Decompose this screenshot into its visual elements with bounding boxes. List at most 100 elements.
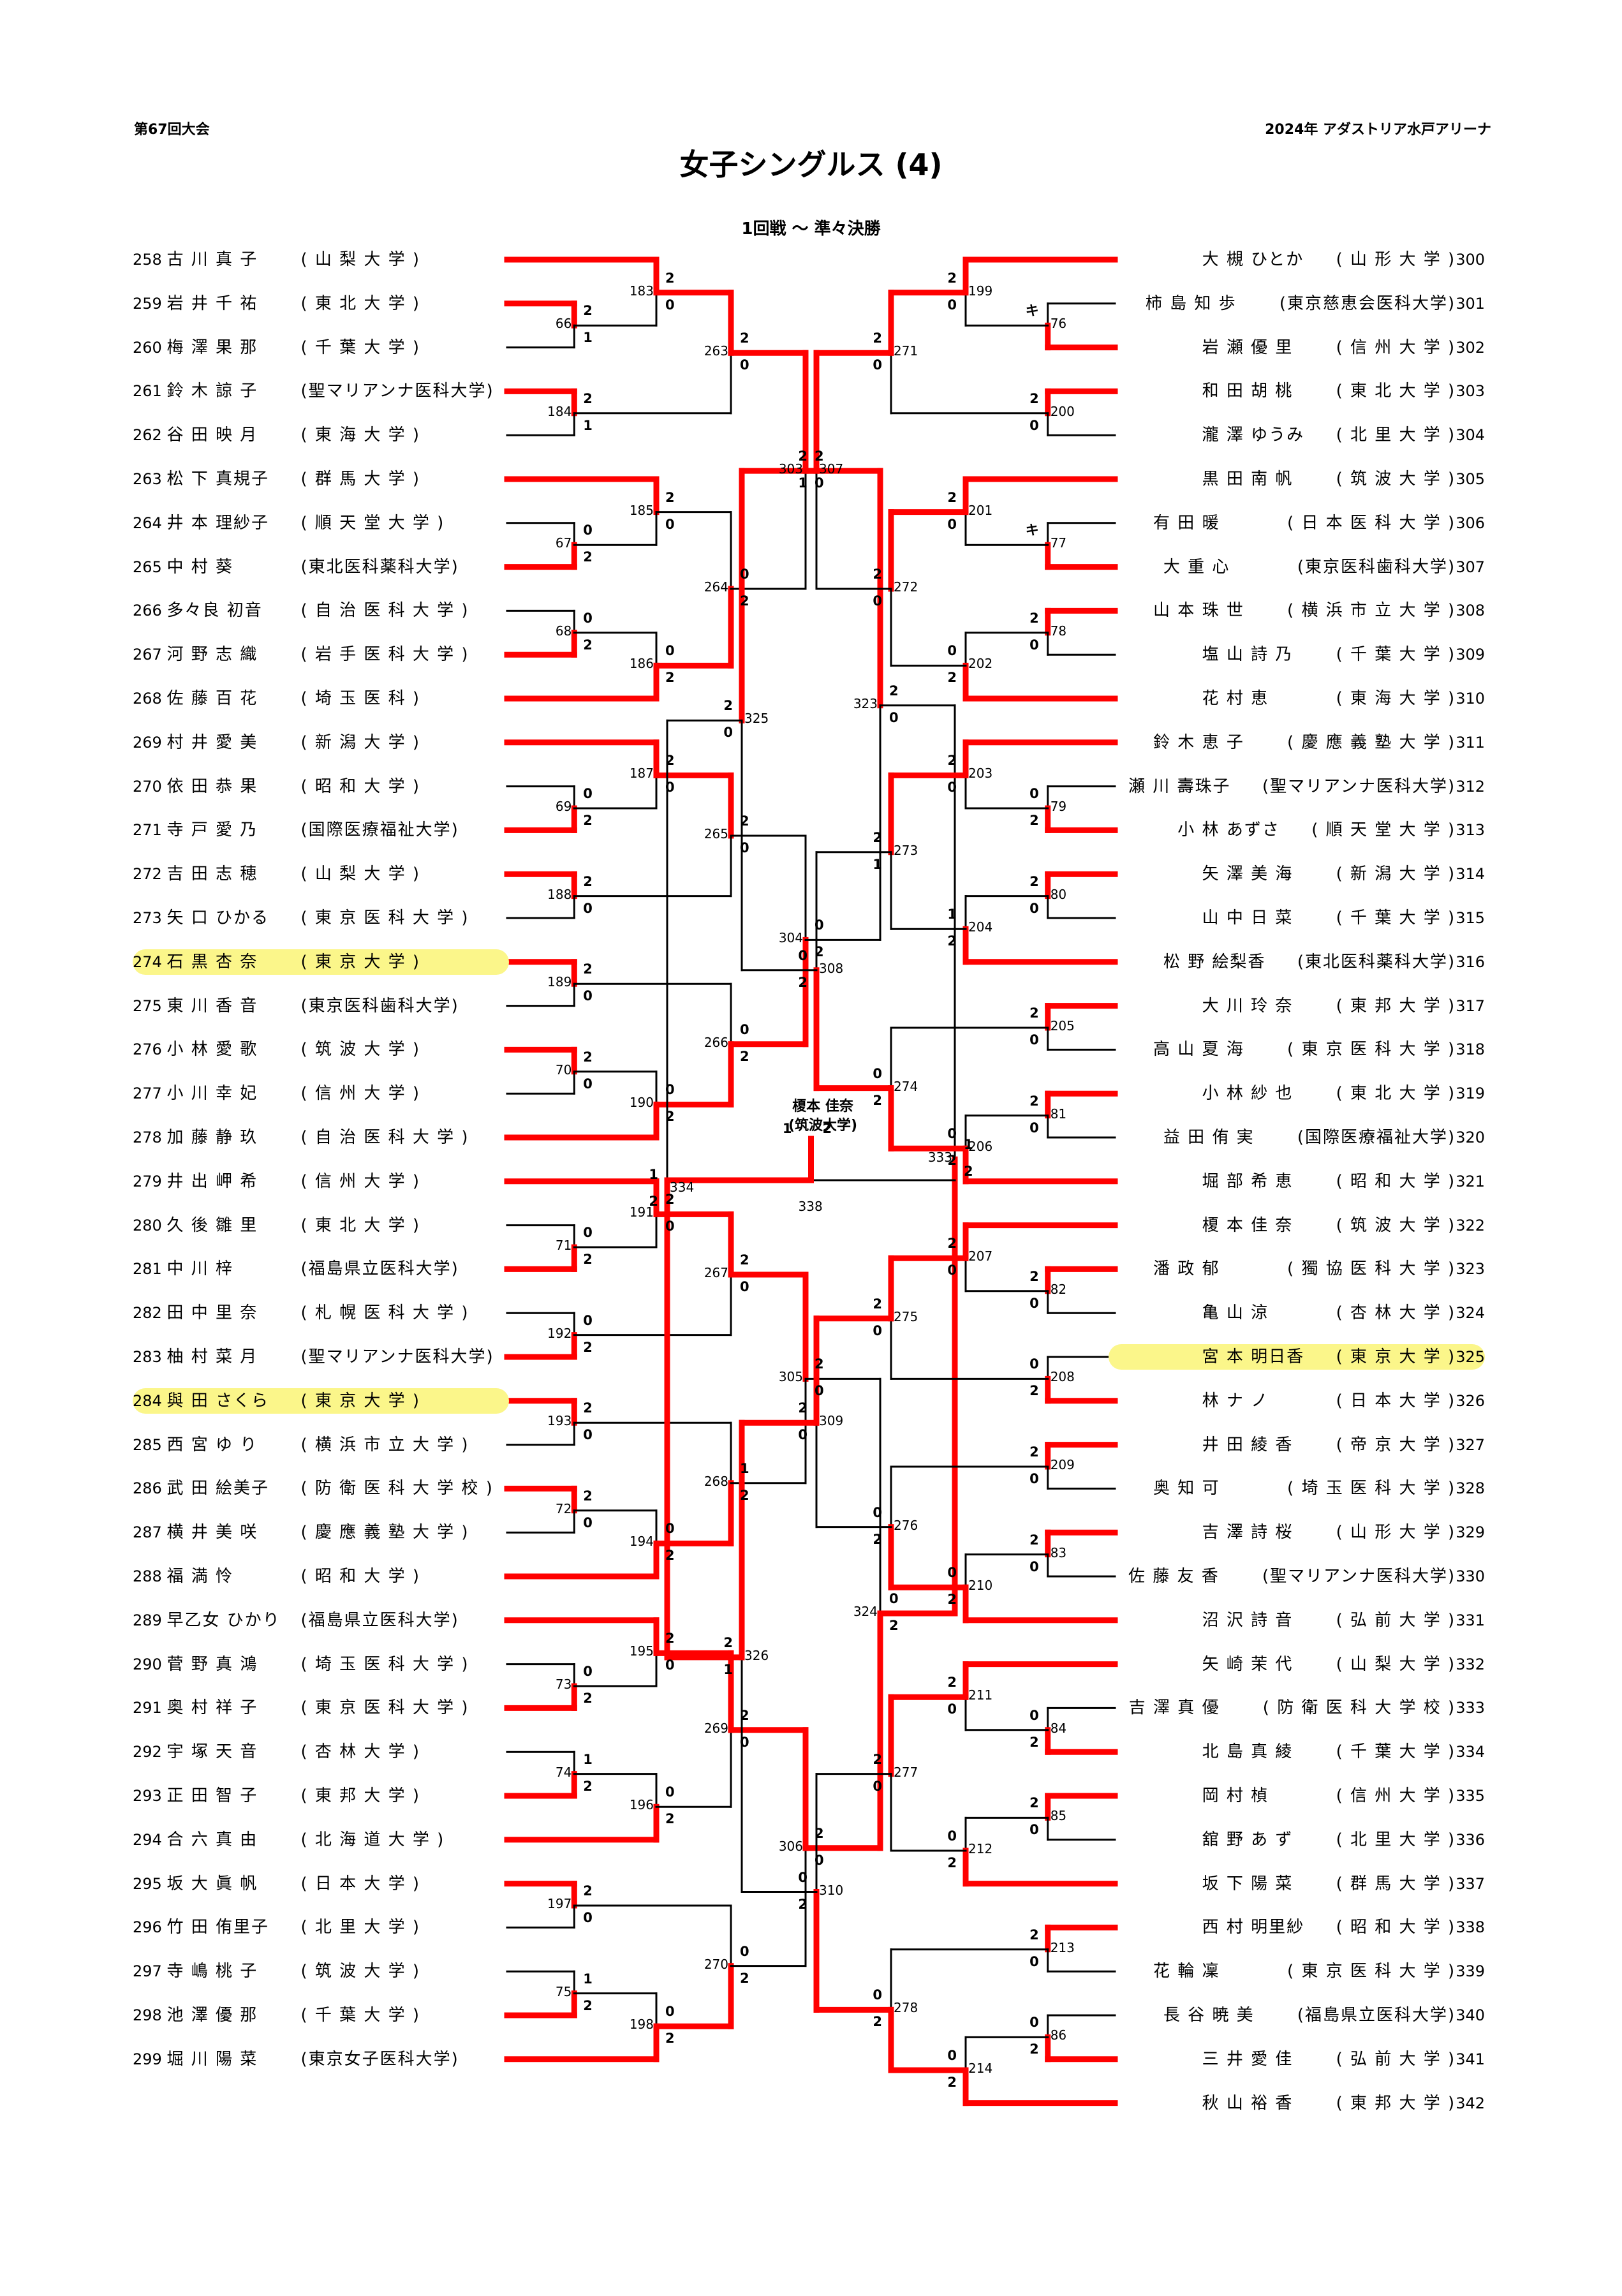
draw-number: 285 — [133, 1435, 167, 1454]
score-bottom: 0 — [798, 1427, 807, 1443]
player-entry: 大 川 玲 奈( 東 邦 大 学 ) 317 — [1109, 993, 1485, 1019]
match-number: 304 — [778, 930, 803, 946]
player-name: 高 山 夏 海 — [1153, 1040, 1244, 1060]
player-affiliation: ( 防 衛 医 科 大 学 校 ) — [1262, 1698, 1456, 1718]
player-affiliation: ( 山 梨 大 学 ) — [300, 250, 421, 269]
draw-number: 342 — [1456, 2094, 1485, 2112]
score-bottom: 0 — [815, 1383, 824, 1399]
match-number: 196 — [629, 1797, 654, 1813]
score-bottom: 0 — [815, 475, 824, 491]
draw-number: 293 — [133, 1787, 167, 1805]
player-entry: 長 谷 暁 美(福島県立医科大学) 340 — [1109, 2003, 1485, 2028]
score-bottom: 2 — [740, 1048, 749, 1064]
player-affiliation: ( 東 邦 大 学 ) — [1336, 996, 1456, 1016]
score-bottom: 2 — [740, 1487, 749, 1503]
score-top: 0 — [798, 1869, 807, 1885]
final-score-right: 2 — [822, 1121, 832, 1136]
score-bottom: 0 — [665, 516, 675, 532]
player-name: 合 六 真 由 — [166, 1830, 258, 1849]
draw-number: 303 — [1456, 382, 1485, 401]
player-entry: 井 田 綾 香( 帝 京 大 学 ) 327 — [1109, 1432, 1485, 1458]
player-entry: 277 小 川 幸 妃( 信 州 大 学 ) — [133, 1081, 509, 1106]
score-bottom: 2 — [583, 1252, 593, 1267]
player-entry: 山 本 珠 世( 横 浜 市 立 大 学 ) 308 — [1109, 598, 1485, 623]
player-name: 小 林 愛 歌 — [166, 1040, 258, 1060]
match-number: 191 — [629, 1204, 654, 1220]
score-top: 2 — [873, 1751, 882, 1767]
player-entry: 294 合 六 真 由( 北 海 道 大 学 ) — [133, 1827, 509, 1853]
player-affiliation: ( 山 形 大 学 ) — [1336, 250, 1456, 269]
match-number: 208 — [1050, 1369, 1075, 1385]
player-entry: 吉 澤 詩 桜( 山 形 大 学 ) 329 — [1109, 1520, 1485, 1545]
player-affiliation: ( 東 北 大 学 ) — [1336, 1084, 1456, 1104]
score-top: 0 — [1029, 1356, 1039, 1372]
score-bottom: 2 — [798, 974, 807, 990]
champion: 榎本 佳奈 (筑波大学) — [765, 1097, 880, 1136]
match-number: 211 — [968, 1687, 993, 1703]
draw-number: 322 — [1456, 1216, 1485, 1234]
score-top: 0 — [873, 1504, 882, 1520]
score-bottom: 2 — [964, 1164, 973, 1180]
score-top: キ — [1025, 522, 1039, 538]
draw-number: 317 — [1456, 996, 1485, 1015]
score-bottom: 0 — [1029, 1471, 1039, 1486]
score-top: 0 — [665, 643, 675, 659]
player-name: 堀 川 陽 菜 — [166, 2049, 258, 2069]
player-name: 横 井 美 咲 — [166, 1523, 258, 1543]
draw-number: 296 — [133, 1918, 167, 1937]
player-entry: 大 槻 ひとか( 山 形 大 学 ) 300 — [1109, 247, 1485, 272]
draw-number: 337 — [1456, 1874, 1485, 1893]
player-affiliation: ( 東 京 大 学 ) — [1336, 1347, 1456, 1366]
player-affiliation: ( 信 州 大 学 ) — [300, 1084, 421, 1104]
player-entry: 西 村 明里紗( 昭 和 大 学 ) 338 — [1109, 1915, 1485, 1940]
player-entry: 290 菅 野 真 鴻( 埼 玉 医 科 大 学 ) — [133, 1652, 509, 1677]
draw-number: 265 — [133, 558, 167, 576]
draw-number: 339 — [1456, 1962, 1485, 1981]
score-top: 2 — [583, 303, 593, 319]
score-bottom: 0 — [665, 1657, 675, 1673]
player-entry: 296 竹 田 侑里子( 北 里 大 学 ) — [133, 1915, 509, 1940]
player-entry: 有 田 暖( 日 本 医 科 大 学 ) 306 — [1109, 510, 1485, 536]
player-name: 矢 口 ひかる — [166, 908, 269, 928]
champion-affiliation: (筑波大学) — [788, 1118, 858, 1134]
player-affiliation: ( 筑 波 大 学 ) — [300, 1962, 421, 1981]
player-affiliation: (東京慈恵会医科大学) — [1279, 293, 1456, 313]
player-affiliation: ( 昭 和 大 学 ) — [300, 1567, 421, 1586]
player-affiliation: (東京医科歯科大学) — [1297, 557, 1456, 577]
player-affiliation: (東京医科歯科大学) — [300, 996, 459, 1016]
score-top: 2 — [1029, 1532, 1039, 1548]
draw-number: 318 — [1456, 1041, 1485, 1059]
player-affiliation: ( 北 里 大 学 ) — [1336, 1830, 1456, 1849]
player-affiliation: ( 埼 玉 医 科 大 学 ) — [1287, 1479, 1456, 1499]
player-entry: 坂 下 陽 菜( 群 馬 大 学 ) 337 — [1109, 1871, 1485, 1897]
player-name: 岩 瀬 優 里 — [1202, 337, 1294, 357]
score-top: 2 — [740, 1252, 749, 1268]
page-title: 女子シングルス (4) — [679, 147, 943, 182]
player-affiliation: ( 杏 林 大 学 ) — [1336, 1303, 1456, 1323]
score-bottom: 2 — [1029, 1734, 1039, 1750]
player-name: 村 井 愛 美 — [166, 732, 258, 752]
draw-number: 300 — [1456, 251, 1485, 269]
score-bottom: 2 — [740, 1970, 749, 1986]
score-top: 1 — [583, 1751, 593, 1767]
draw-number: 308 — [1456, 602, 1485, 620]
player-affiliation: ( 埼 玉 医 科 大 学 ) — [300, 1654, 469, 1674]
player-name: 井 出 岬 希 — [166, 1171, 258, 1191]
match-number: 272 — [894, 579, 918, 595]
player-affiliation: ( 千 葉 大 学 ) — [1336, 1742, 1456, 1762]
score-top: 2 — [583, 961, 593, 977]
match-number: 195 — [629, 1643, 654, 1659]
player-affiliation: ( 東 京 医 科 大 学 ) — [1287, 1962, 1456, 1981]
player-affiliation: ( 獨 協 医 科 大 学 ) — [1287, 1259, 1456, 1279]
player-entry: 宮 本 明日香( 東 京 大 学 ) 325 — [1109, 1344, 1485, 1370]
player-name: 吉 澤 詩 桜 — [1202, 1523, 1294, 1543]
score-bottom: 0 — [583, 1515, 593, 1530]
match-number: 308 — [819, 960, 844, 976]
draw-number: 321 — [1456, 1172, 1485, 1190]
player-affiliation: ( 新 潟 大 学 ) — [300, 732, 421, 752]
draw-number: 319 — [1456, 1085, 1485, 1103]
match-number: 333 — [927, 1150, 952, 1166]
match-number: 273 — [894, 842, 918, 858]
player-name: 亀 山 涼 — [1202, 1303, 1269, 1323]
score-bottom: 2 — [583, 1691, 593, 1706]
